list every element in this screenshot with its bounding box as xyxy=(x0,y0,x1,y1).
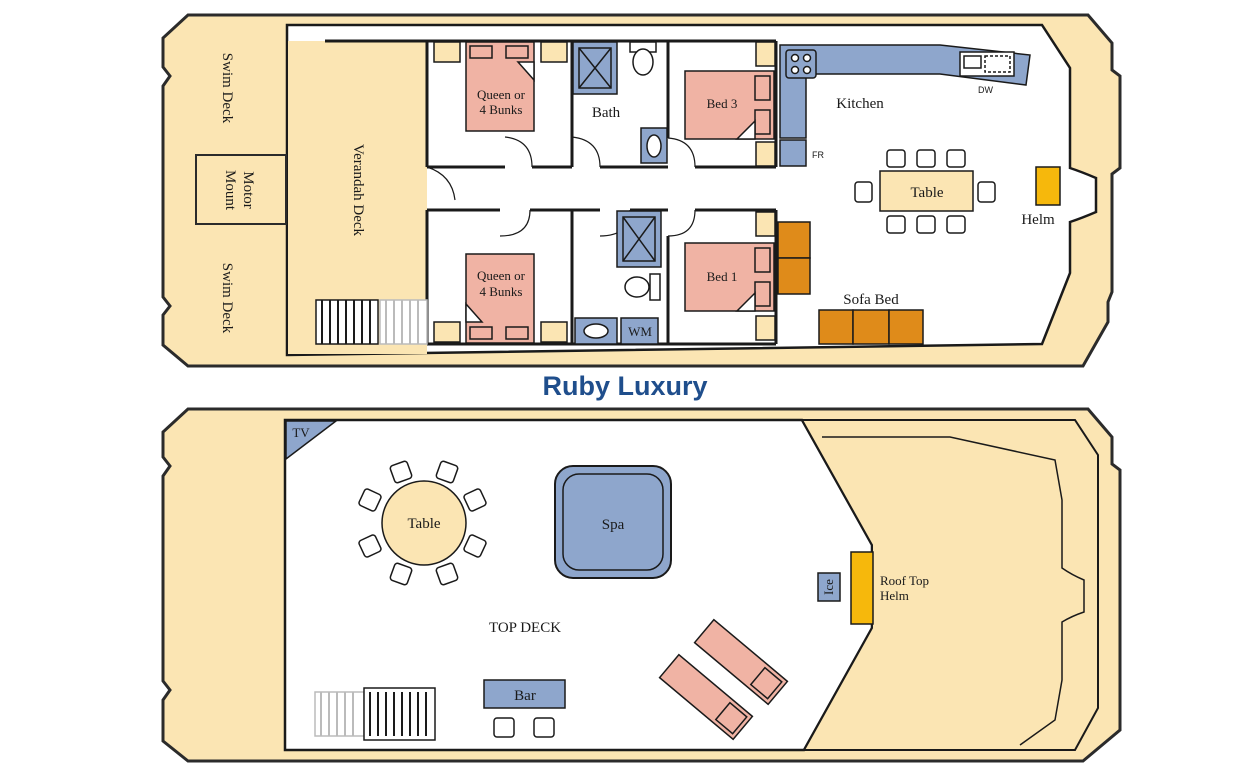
roof-helm-inner xyxy=(822,436,1085,746)
bedroom-bottom-label-1: Queen or xyxy=(477,268,526,283)
bath-fixtures xyxy=(572,41,668,345)
bed3-label: Bed 3 xyxy=(707,96,738,111)
lower-table xyxy=(879,170,974,212)
swim-deck-top-label: Swim Deck xyxy=(219,53,235,124)
kitchen xyxy=(779,44,1031,167)
bedroom-bottom-label-2: 4 Bunks xyxy=(480,284,523,299)
sofa xyxy=(777,221,924,345)
bedroom-top-label-2: 4 Bunks xyxy=(480,102,523,117)
ice-chest xyxy=(817,572,841,602)
bedroom-top-label-1: Queen or xyxy=(477,87,526,102)
motor-mount-label-2: Mount xyxy=(222,170,238,211)
ice-label: Ice xyxy=(821,579,836,595)
spa-label: Spa xyxy=(602,517,625,533)
lower-stairs xyxy=(315,299,428,345)
washing-machine xyxy=(620,317,659,345)
swim-deck-bottom-label: Swim Deck xyxy=(219,263,235,334)
tv-label: TV xyxy=(292,425,310,440)
motor-mount-box xyxy=(195,154,287,225)
top-stairs xyxy=(314,687,436,741)
round-table-group xyxy=(358,460,487,586)
sofa-bed-label: Sofa Bed xyxy=(843,292,899,308)
beds xyxy=(465,41,775,344)
bed1-label: Bed 1 xyxy=(707,269,738,284)
top-deck xyxy=(161,407,1122,763)
dining xyxy=(854,149,996,234)
motor-mount-label-1: Motor xyxy=(240,171,256,209)
fr-label: FR xyxy=(812,150,824,160)
top-table-label: Table xyxy=(407,516,440,532)
roof-top-helm-label-2: Helm xyxy=(880,588,909,603)
dw-label: DW xyxy=(978,85,993,95)
nightstands xyxy=(433,41,776,343)
bar-label: Bar xyxy=(514,688,536,704)
top-deck-label: TOP DECK xyxy=(489,620,561,636)
roof-top-helm-label-1: Roof Top xyxy=(880,573,929,588)
helm-lower xyxy=(1035,166,1061,206)
verandah-deck-label: Verandah Deck xyxy=(350,144,366,237)
door-swings xyxy=(426,136,696,237)
roof-top-helm xyxy=(850,551,874,625)
tv xyxy=(285,420,339,461)
loungers xyxy=(658,618,789,741)
bar-stool-1 xyxy=(493,717,515,738)
bar xyxy=(483,679,566,709)
helm-label: Helm xyxy=(1021,212,1055,228)
spa-inner xyxy=(562,473,664,571)
top-table xyxy=(381,480,467,566)
bar-stool-2 xyxy=(533,717,555,738)
fridge xyxy=(779,139,807,167)
plan-title: Ruby Luxury xyxy=(542,371,707,401)
bath-label: Bath xyxy=(592,105,621,121)
lower-deck xyxy=(161,13,1122,368)
wm-label: WM xyxy=(628,324,652,339)
kitchen-label: Kitchen xyxy=(836,96,884,112)
lower-table-label: Table xyxy=(910,185,943,201)
